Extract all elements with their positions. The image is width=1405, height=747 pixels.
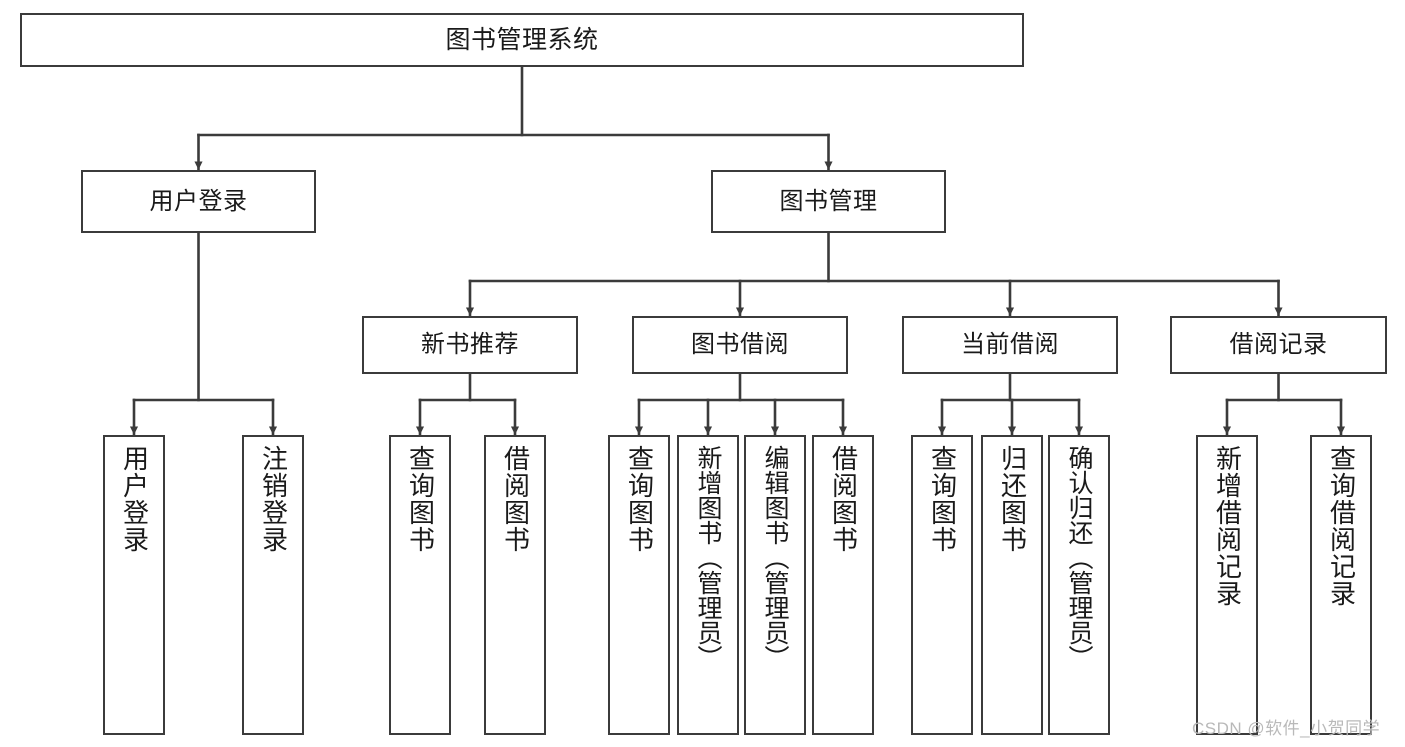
node-label: 图书借阅 <box>691 331 789 359</box>
node-label: 注销登录 <box>258 445 289 553</box>
node-user-login[interactable]: 用户登录 <box>81 170 316 233</box>
node-current-borrow[interactable]: 当前借阅 <box>902 316 1118 374</box>
node-leaf-return-book[interactable]: 归还图书 <box>981 435 1043 735</box>
node-leaf-user-login[interactable]: 用户登录 <box>103 435 165 735</box>
node-leaf-query-book-2[interactable]: 查询图书 <box>608 435 670 735</box>
node-leaf-borrow-book-2[interactable]: 借阅图书 <box>812 435 874 735</box>
node-label: 新增图书（管理员） <box>694 445 722 670</box>
node-label: 用户登录 <box>149 187 248 215</box>
node-book-manage[interactable]: 图书管理 <box>711 170 946 233</box>
node-label: 借阅图书 <box>500 445 531 553</box>
node-label: 查询图书 <box>405 445 436 553</box>
node-leaf-confirm-return[interactable]: 确认归还（管理员） <box>1048 435 1110 735</box>
node-leaf-add-book[interactable]: 新增图书（管理员） <box>677 435 739 735</box>
node-new-book-rec[interactable]: 新书推荐 <box>362 316 578 374</box>
node-label: 查询图书 <box>624 445 655 553</box>
node-leaf-edit-book[interactable]: 编辑图书（管理员） <box>744 435 806 735</box>
node-label: 确认归还（管理员） <box>1065 445 1093 670</box>
node-book-borrow[interactable]: 图书借阅 <box>632 316 848 374</box>
node-leaf-query-book-1[interactable]: 查询图书 <box>389 435 451 735</box>
node-leaf-borrow-book-1[interactable]: 借阅图书 <box>484 435 546 735</box>
node-label: 新增借阅记录 <box>1212 445 1243 607</box>
node-label: 图书管理 <box>779 187 878 215</box>
node-label: 借阅图书 <box>828 445 859 553</box>
node-label: 编辑图书（管理员） <box>761 445 789 670</box>
node-label: 查询借阅记录 <box>1326 445 1357 607</box>
node-label: 借阅记录 <box>1229 331 1328 359</box>
node-label: 用户登录 <box>119 445 150 553</box>
node-label: 归还图书 <box>997 445 1028 553</box>
node-leaf-query-book-3[interactable]: 查询图书 <box>911 435 973 735</box>
node-label: 查询图书 <box>927 445 958 553</box>
node-leaf-user-logout[interactable]: 注销登录 <box>242 435 304 735</box>
csdn-watermark: CSDN @软件_小贺同学 <box>1192 719 1381 738</box>
node-root[interactable]: 图书管理系统 <box>20 13 1024 67</box>
node-leaf-query-record[interactable]: 查询借阅记录 <box>1310 435 1372 735</box>
node-label: 当前借阅 <box>961 331 1059 359</box>
node-borrow-record[interactable]: 借阅记录 <box>1170 316 1387 374</box>
node-label: 新书推荐 <box>421 331 519 359</box>
node-leaf-add-record[interactable]: 新增借阅记录 <box>1196 435 1258 735</box>
node-label: 图书管理系统 <box>445 25 599 54</box>
